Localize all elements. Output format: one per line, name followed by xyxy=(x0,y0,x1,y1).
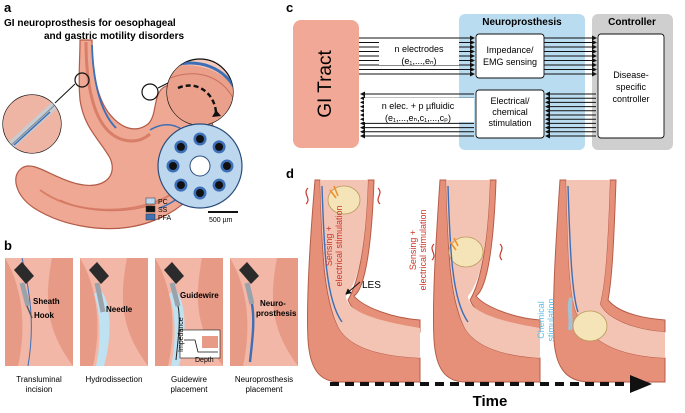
device-cross-section xyxy=(157,123,243,209)
controller-to-stim-arrows xyxy=(545,91,596,139)
caption-step1-line1: Transluminal xyxy=(16,375,62,384)
panel-a-title-line2: and gastric motility disorders xyxy=(44,31,184,42)
legend-swatch-ss xyxy=(145,205,156,213)
electrode-channel xyxy=(193,186,207,200)
panel-a-title-line1: GI neuroprosthesis for oesophageal xyxy=(4,18,176,29)
legend-label-pc: PC xyxy=(158,199,168,206)
top-arrow-line1: n electrodes xyxy=(394,44,444,54)
sensing-line2: EMG sensing xyxy=(483,57,537,67)
electrode-channel xyxy=(220,159,234,173)
side3-line1: Chemical xyxy=(536,301,546,339)
oesophagus-stage-1 xyxy=(305,179,421,383)
side1-line1: Sensing + xyxy=(324,226,334,266)
time-arrow xyxy=(330,375,652,393)
caption-step3-line1: Guidewire xyxy=(171,375,208,384)
caption-step3-line2: placement xyxy=(171,385,209,394)
time-label: Time xyxy=(473,393,508,410)
electrode-channel xyxy=(174,140,188,154)
panel-d-label: d xyxy=(286,166,294,181)
electrode-channel xyxy=(212,178,226,192)
panel-c-label: c xyxy=(286,0,293,15)
label-hook: Hook xyxy=(34,311,55,320)
neuroprosthesis-header: Neuroprosthesis xyxy=(482,17,562,28)
legend-label-pfa: PFA xyxy=(158,215,172,222)
controller-line3: controller xyxy=(612,94,649,104)
label-guidewire: Guidewire xyxy=(180,291,219,300)
side2-line1: Sensing + xyxy=(408,230,418,270)
controller-line1: Disease- xyxy=(613,70,649,80)
zoom-tube xyxy=(2,94,62,154)
electrode-channel xyxy=(193,132,207,146)
electrode-channel xyxy=(174,178,188,192)
caption-step4-line1: Neuroprosthesis xyxy=(235,375,293,384)
side3-line2: stimulation xyxy=(546,298,556,341)
step-transluminal-incision: Sheath Hook Transluminal incision xyxy=(5,258,73,394)
controller-box xyxy=(597,33,665,139)
sensing-box xyxy=(475,33,545,79)
gi-tract-box xyxy=(293,20,359,148)
label-prosthesis: prosthesis xyxy=(256,309,297,318)
electrode-channel xyxy=(212,140,226,154)
oesophagus-stage-2 xyxy=(431,179,541,383)
sensing-to-controller-arrows xyxy=(544,35,597,77)
step-neuroprosthesis-placement: Neuro- prosthesis Neuroprosthesis placem… xyxy=(230,258,298,394)
stim-line3: stimulation xyxy=(488,118,531,128)
step-guidewire-placement: Guidewire Impedance Depth Guidewire plac… xyxy=(155,258,223,394)
panel-a-label: a xyxy=(4,0,12,15)
top-arrow-line2: (e₁,...,eₙ) xyxy=(401,56,436,66)
bottom-arrow-line2: (e₁,...,eₙ,c₁,...,cₚ) xyxy=(385,113,451,123)
les-arrow xyxy=(345,281,361,295)
controller-header: Controller xyxy=(608,17,656,28)
side2-line2: electrical stimulation xyxy=(418,209,428,290)
label-needle: Needle xyxy=(106,305,133,314)
scale-bar-label: 500 µm xyxy=(209,217,233,224)
label-sheath: Sheath xyxy=(33,297,60,306)
les-label: LES xyxy=(362,280,381,291)
material-legend: PC SS PFA xyxy=(145,197,172,222)
inset-ylabel: Impedance xyxy=(178,317,185,352)
zoom-line-left xyxy=(54,83,76,104)
electrode-channel xyxy=(166,159,180,173)
controller-line2: specific xyxy=(616,82,647,92)
gi-tract-label: GI Tract xyxy=(315,50,336,118)
bottom-arrow-line1: n elec. + p µfluidic xyxy=(382,101,455,111)
legend-label-ss: SS xyxy=(158,207,168,214)
caption-step1-line2: incision xyxy=(26,385,53,394)
panel-b-label: b xyxy=(4,238,12,253)
oesophagus-stage-3 xyxy=(552,179,666,383)
impedance-depth-inset: Impedance Depth xyxy=(178,317,221,364)
caption-step4-line2: placement xyxy=(246,385,284,394)
legend-swatch-pc xyxy=(145,197,156,205)
step-hydrodissection: Needle Hydrodissection xyxy=(80,258,148,384)
stim-line2: chemical xyxy=(492,107,528,117)
legend-swatch-pfa xyxy=(145,213,156,221)
caption-step2-line1: Hydrodissection xyxy=(86,375,143,384)
side1-line2: electrical stimulation xyxy=(334,205,344,286)
label-neuro: Neuro- xyxy=(260,299,286,308)
sensing-line1: Impedance/ xyxy=(486,45,534,55)
stimulation-box xyxy=(475,89,545,139)
stim-line1: Electrical/ xyxy=(490,96,530,106)
inset-xlabel: Depth xyxy=(195,357,214,364)
